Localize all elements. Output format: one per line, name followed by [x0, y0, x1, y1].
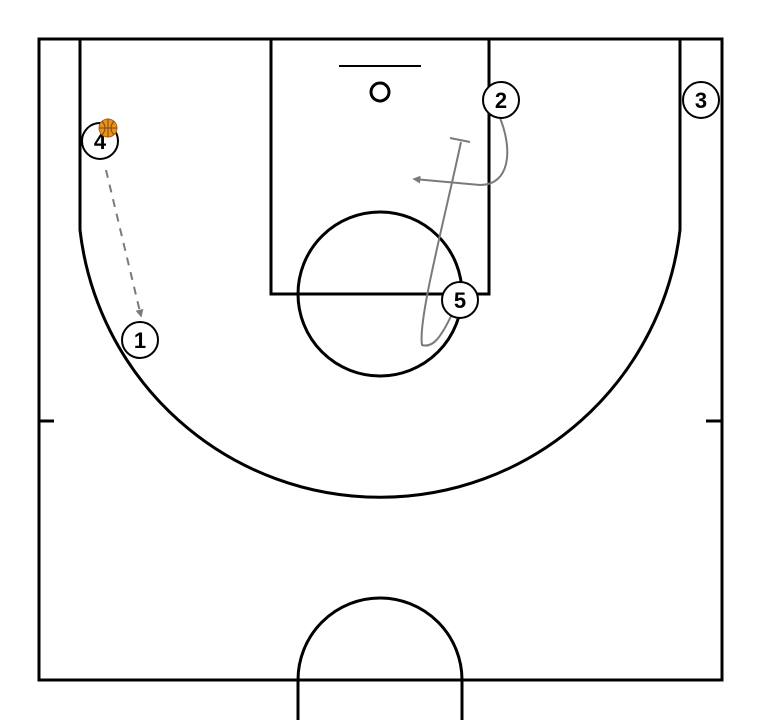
screen-path-player-5 — [420, 141, 462, 347]
player-5-circle — [441, 281, 479, 319]
player-2-label: 2 — [495, 88, 507, 113]
pass-arrow-4-to-1 — [105, 169, 144, 318]
player-2: 2 — [482, 81, 520, 119]
player-3: 3 — [682, 81, 720, 119]
player-5-label: 5 — [454, 288, 466, 313]
paint-lane — [269, 37, 491, 296]
screen-marker — [449, 137, 471, 143]
basketball-icon — [98, 118, 118, 138]
cut-arrow-player-2 — [412, 117, 509, 187]
rim — [369, 81, 391, 103]
player-3-label: 3 — [695, 88, 707, 113]
court-boundary — [37, 37, 724, 682]
movement-lines — [105, 117, 509, 347]
three-point-line — [78, 39, 682, 499]
center-circle-lower — [296, 680, 464, 720]
center-circle — [296, 596, 464, 681]
player-3-circle — [682, 81, 720, 119]
player-1: 1 — [121, 321, 159, 359]
player-1-circle — [121, 321, 159, 359]
player-2-circle — [482, 81, 520, 119]
player-1-label: 1 — [134, 328, 146, 353]
player-5: 5 — [441, 281, 479, 319]
half-court — [37, 37, 724, 720]
